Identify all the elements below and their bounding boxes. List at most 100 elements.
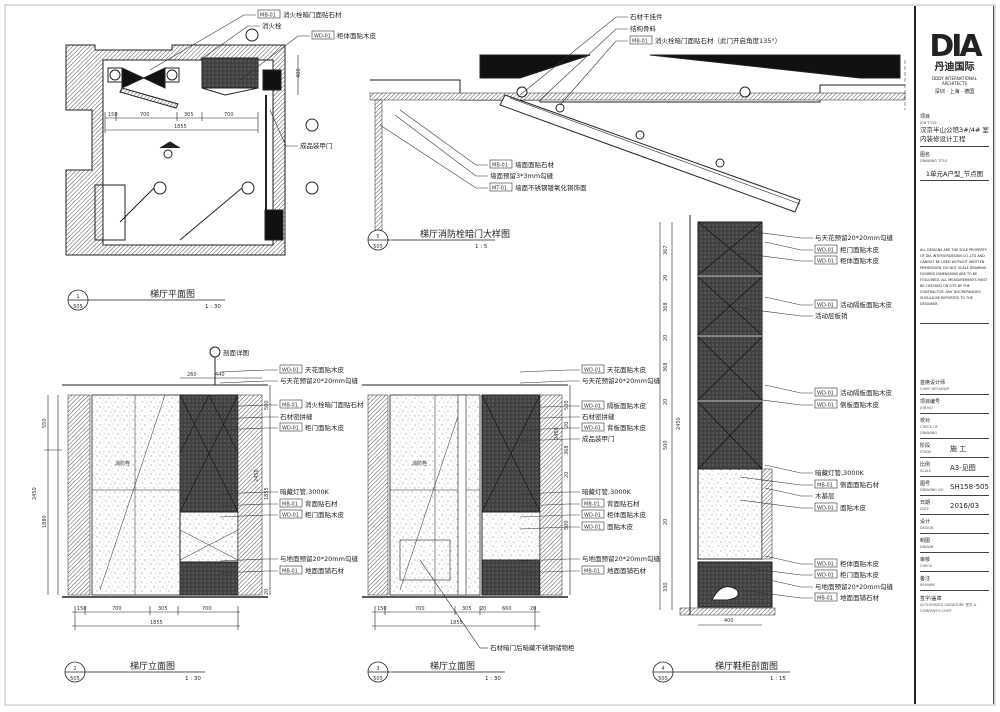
- callout-text: 面贴木皮: [607, 522, 634, 531]
- material-tag: WD-01: [817, 248, 834, 254]
- label-en: JOB TITLE: [920, 121, 937, 125]
- callout-text: 结构骨料: [630, 24, 657, 33]
- callout: 暗藏灯管,3000K: [519, 487, 632, 496]
- row-value: 2016/03: [950, 501, 980, 510]
- callout-text: 地面面铺石材: [840, 593, 880, 602]
- material-tag: MB-01: [260, 13, 276, 19]
- material-tag: WD-01: [817, 562, 834, 568]
- dim: 1880: [42, 515, 48, 528]
- callout: MB-01 侧面面贴石材: [739, 476, 880, 489]
- material-tag: WD-01: [314, 34, 331, 40]
- leader-line: [739, 396, 813, 406]
- material-tag-box: [279, 422, 303, 432]
- material-tag: MB-01: [632, 39, 648, 45]
- label: 项目: [920, 114, 931, 120]
- callout: 成品装甲门: [269, 109, 333, 150]
- callout-text: 背面贴石材: [607, 499, 640, 508]
- dim: 260: [187, 372, 197, 378]
- callout-text: 消火栓暗门面贴石材: [305, 400, 364, 409]
- callout-text: 活动层板销: [815, 311, 848, 320]
- callout-text: 与地面预留20*20mm勾缝: [582, 554, 660, 563]
- leader-line: [764, 464, 813, 474]
- callout-text: 石材密拼缝: [582, 412, 615, 421]
- leader-line: [149, 14, 256, 71]
- elevation-3-drawing: [362, 384, 571, 649]
- leader-line: [269, 109, 298, 147]
- leader-line: [739, 476, 813, 486]
- callout: 成品装甲门: [519, 434, 615, 443]
- callout-text: 墙面面贴石材: [515, 160, 555, 169]
- material-tag-box: [814, 244, 838, 254]
- dim: 700: [112, 606, 122, 612]
- leader-line: [739, 252, 813, 262]
- title-block: DIA 丹迪国际 DDDY INTERNATIONAL ARCHITECTS 深…: [914, 6, 994, 704]
- leader-line: [519, 438, 580, 442]
- callout: 与天花预留20*20mm勾缝: [519, 376, 660, 385]
- material-tag-box: [581, 521, 605, 531]
- callout-text: 侧面面贴石材: [840, 480, 880, 489]
- leader-line: [764, 487, 813, 497]
- callout-text: 成品装甲门: [582, 434, 615, 443]
- company-cities: 深圳 · 上海 · 德国: [934, 89, 975, 95]
- material-tag-box: [279, 498, 303, 508]
- leader-line: [379, 124, 488, 189]
- callout-text: 天花面贴木皮: [607, 365, 647, 374]
- material-tag: MB-01: [817, 483, 833, 489]
- dim: 400: [724, 618, 734, 624]
- leader-line: [399, 109, 488, 166]
- leader-line: [519, 491, 580, 495]
- leader-line: [219, 427, 278, 431]
- label: 签字/盖章: [920, 596, 942, 602]
- drawing-name: 梯厅立面图: [430, 660, 475, 672]
- callout-text: 石材密拼缝: [280, 412, 313, 421]
- drawing-name: 梯厅鞋柜剖面图: [715, 660, 778, 672]
- callout-text: 柜门面贴木皮: [305, 510, 345, 519]
- elevation-2-drawing: [44, 346, 271, 630]
- leader-line: [764, 296, 813, 306]
- callout-text: 暗藏灯管,3000K: [280, 487, 330, 496]
- drawing-number: 3: [376, 666, 379, 672]
- leader-line: [519, 427, 580, 431]
- callout-text: 天花面贴木皮: [305, 365, 345, 374]
- dim: 330: [663, 582, 669, 592]
- material-tag-box: [814, 479, 838, 489]
- dim: 1855: [150, 620, 163, 626]
- material-tag: WD-01: [282, 426, 299, 432]
- dim: 1855: [264, 487, 270, 500]
- material-tag-box: [279, 565, 303, 575]
- callout-text: 石材干挂件: [630, 12, 663, 21]
- material-tag: WD-01: [584, 368, 601, 374]
- material-tag-box: [814, 592, 838, 602]
- callout: 石材密拼缝: [519, 412, 615, 421]
- callout: 与地面预留20*20mm勾缝: [519, 554, 660, 563]
- leader-line: [764, 578, 813, 588]
- leader-line: [519, 369, 580, 373]
- room-tag: 消防栓: [412, 460, 427, 467]
- dim: 1855: [450, 620, 463, 626]
- leader-line: [219, 404, 278, 408]
- drawing-number: 4: [661, 666, 664, 672]
- leader-line: [219, 503, 278, 507]
